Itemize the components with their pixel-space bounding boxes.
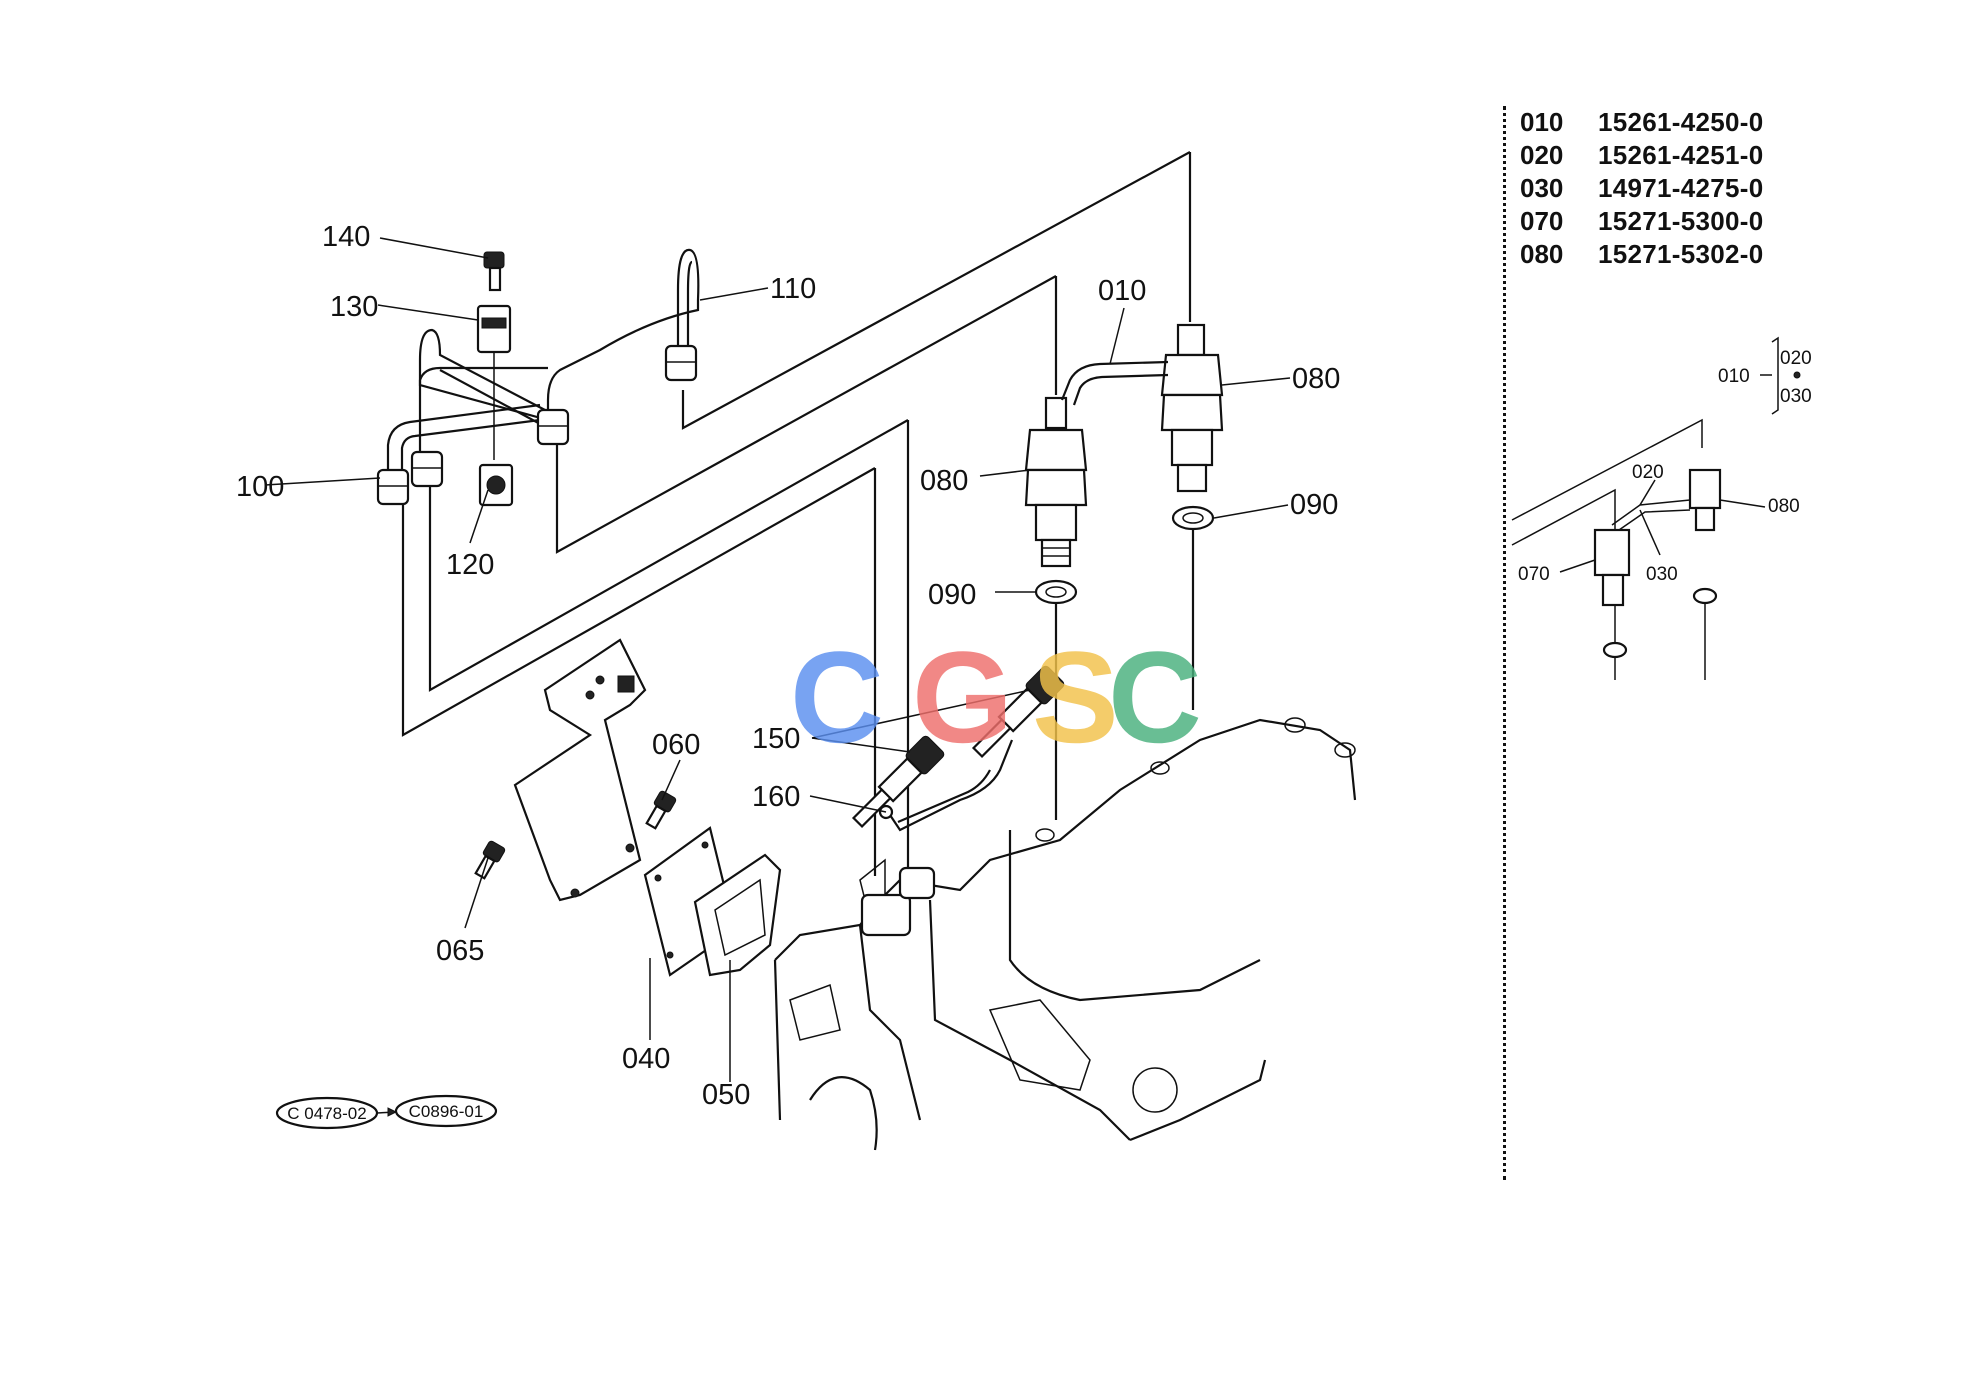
leader-lines — [264, 237, 1772, 1082]
watermark-letter: C — [790, 624, 884, 770]
pipe-clamp-120 — [478, 463, 514, 507]
callout-060: 060 — [652, 729, 700, 761]
watermark-letter: G — [912, 624, 1013, 770]
callout-130: 130 — [330, 291, 378, 323]
inset-callout-010: 010 — [1718, 366, 1750, 387]
bolt-065 — [474, 840, 506, 880]
inset-callout-030: 030 — [1780, 386, 1812, 407]
callout-140: 140 — [322, 221, 370, 253]
callout-080-right: 080 — [1292, 363, 1340, 395]
callout-110: 110 — [770, 273, 816, 305]
callout-065: 065 — [436, 935, 484, 967]
callout-100: 100 — [236, 471, 284, 503]
page-references: C 0478-02 C0896-01 — [275, 1094, 498, 1130]
injection-pipe-lines — [401, 151, 1195, 880]
engine-block — [773, 717, 1357, 1151]
pipe-nut — [376, 344, 698, 506]
nozzle-washer-090 — [1034, 505, 1215, 605]
injection-nozzle-080-left — [1024, 396, 1088, 568]
callout-labels: 140 130 110 100 120 010 080 080 090 090 … — [236, 221, 1812, 1111]
clamp-bolt-140 — [483, 251, 505, 292]
callout-120: 120 — [446, 549, 494, 581]
injection-pipe-100 — [386, 366, 548, 470]
callout-160: 160 — [752, 781, 800, 813]
reference-tag: C0896-01 — [409, 1102, 484, 1121]
injection-nozzle-080-right — [1160, 323, 1224, 493]
gasket-050 — [693, 853, 782, 977]
watermark-letter: S — [1032, 624, 1119, 770]
inset-callout-070: 070 — [1518, 564, 1550, 585]
plug-150 — [851, 665, 1065, 829]
callout-090-left: 090 — [928, 579, 976, 611]
callout-150: 150 — [752, 723, 800, 755]
inset-detail — [1511, 336, 1801, 680]
inset-callout-080: 080 — [1768, 496, 1800, 517]
inset-callout-020b: 020 — [1632, 462, 1664, 483]
callout-080-left: 080 — [920, 465, 968, 497]
callout-040: 040 — [622, 1043, 670, 1075]
section-divider — [1503, 106, 1506, 1180]
injection-pipe-010 — [1060, 360, 1169, 406]
callout-050: 050 — [702, 1079, 750, 1111]
bracket-plate — [513, 638, 647, 902]
inset-callout-020: 020 — [1780, 348, 1812, 369]
inset-callout-030b: 030 — [1646, 564, 1678, 585]
callout-010: 010 — [1098, 275, 1146, 307]
injection-pipe-110 — [418, 248, 700, 433]
watermark-letter: C — [1108, 624, 1202, 770]
callout-090-right: 090 — [1290, 489, 1338, 521]
pipe-clamp-130 — [476, 304, 512, 460]
watermark-logo: C G S C — [790, 624, 1202, 770]
reference-tag: C 0478-02 — [287, 1104, 366, 1123]
pipe-160 — [878, 739, 1014, 832]
bolt-060 — [645, 790, 677, 830]
